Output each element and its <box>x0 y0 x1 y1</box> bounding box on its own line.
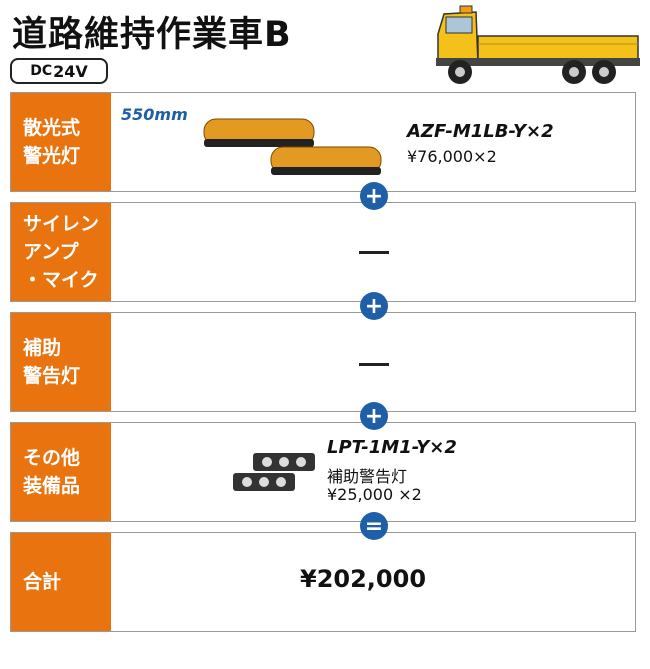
truck-icon <box>436 5 640 84</box>
voltage-value: 24V <box>53 61 88 81</box>
plus-icon: + <box>360 182 388 210</box>
row-total: 合計 <box>10 532 636 632</box>
row-label: 散光式 警光灯 <box>11 93 111 191</box>
light-bar-icon <box>203 118 382 175</box>
row-siren: サイレン アンプ ・マイク <box>10 202 636 302</box>
plus-icon: + <box>360 292 388 320</box>
row-aux-light: 補助 警告灯 <box>10 312 636 412</box>
label-line: 警告灯 <box>23 365 81 387</box>
label-line: 散光式 <box>23 117 81 139</box>
label-line: アンプ <box>23 241 79 263</box>
row-other-equipment: その他 装備品 LPT-1M1-Y×2 補助警告灯 ¥25,000 ×2 <box>10 422 636 522</box>
total-price: ¥202,000 <box>300 565 427 593</box>
label-line: 警光灯 <box>23 145 81 167</box>
row-label: その他 装備品 <box>11 423 111 521</box>
label-line: ・マイク <box>23 269 99 291</box>
row-light-bar: 散光式 警光灯 550mm AZF-M1LB-Y×2 ¥76,000×2 <box>10 92 636 192</box>
size-text: 550mm <box>121 105 188 124</box>
none-dash <box>359 363 389 366</box>
product-price: ¥76,000×2 <box>407 147 497 166</box>
row-label: サイレン アンプ ・マイク <box>11 203 111 301</box>
voltage-badge: DC 24V <box>10 58 108 84</box>
label-line: 補助 <box>23 337 62 359</box>
voltage-prefix: DC <box>30 63 53 79</box>
label-line: 装備品 <box>23 475 81 497</box>
label-line: その他 <box>23 447 81 469</box>
product-price: ¥25,000 ×2 <box>327 485 422 504</box>
product-name: AZF-M1LB-Y×2 <box>407 121 554 142</box>
equals-icon: = <box>360 512 388 540</box>
plus-icon: + <box>360 402 388 430</box>
none-dash <box>359 251 389 254</box>
label-line: 合計 <box>23 571 62 593</box>
warning-light-icon <box>233 453 315 491</box>
row-label: 合計 <box>11 533 111 631</box>
row-label: 補助 警告灯 <box>11 313 111 411</box>
product-name: LPT-1M1-Y×2 <box>327 437 457 458</box>
page-title: 道路維持作業車B <box>12 15 292 55</box>
label-line: サイレン <box>23 213 100 235</box>
product-desc: 補助警告灯 <box>327 467 408 486</box>
